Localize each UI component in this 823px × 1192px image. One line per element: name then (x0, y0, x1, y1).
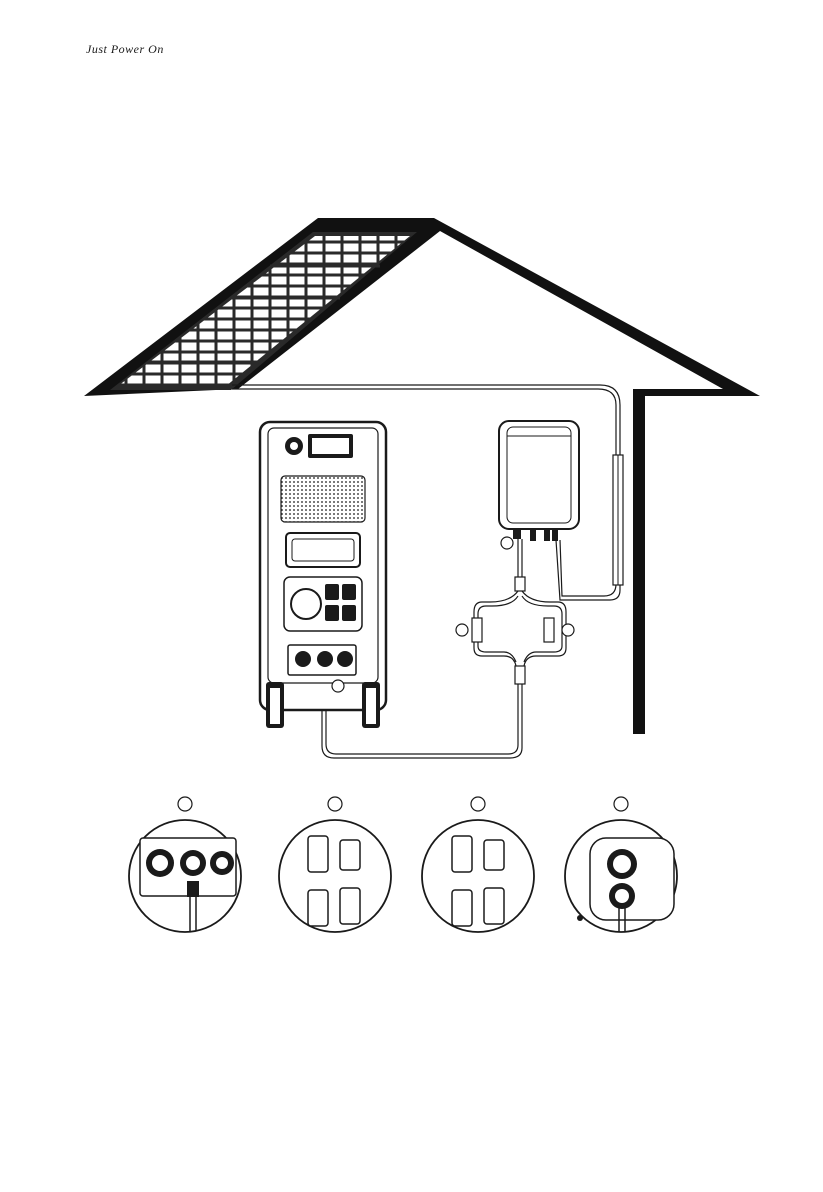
detail-mc4-connectors-b (422, 820, 534, 932)
marker-circle-left (456, 624, 468, 636)
detail-marker-2 (328, 797, 342, 811)
detail-marker-4 (614, 797, 628, 811)
detail-mc4-connectors-a (279, 820, 391, 932)
detail-power-station-port (129, 820, 241, 932)
marker-circle-station (332, 680, 344, 692)
house-outline-icon (84, 218, 760, 734)
inverter-box-icon (499, 421, 579, 549)
detail-marker-3 (471, 797, 485, 811)
power-station-icon (260, 422, 386, 728)
marker-circle-inverter (501, 537, 513, 549)
detail-marker-1 (178, 797, 192, 811)
marker-circle-right (562, 624, 574, 636)
detail-inverter-port (565, 820, 677, 932)
y-branch-cable-icon (456, 539, 574, 684)
